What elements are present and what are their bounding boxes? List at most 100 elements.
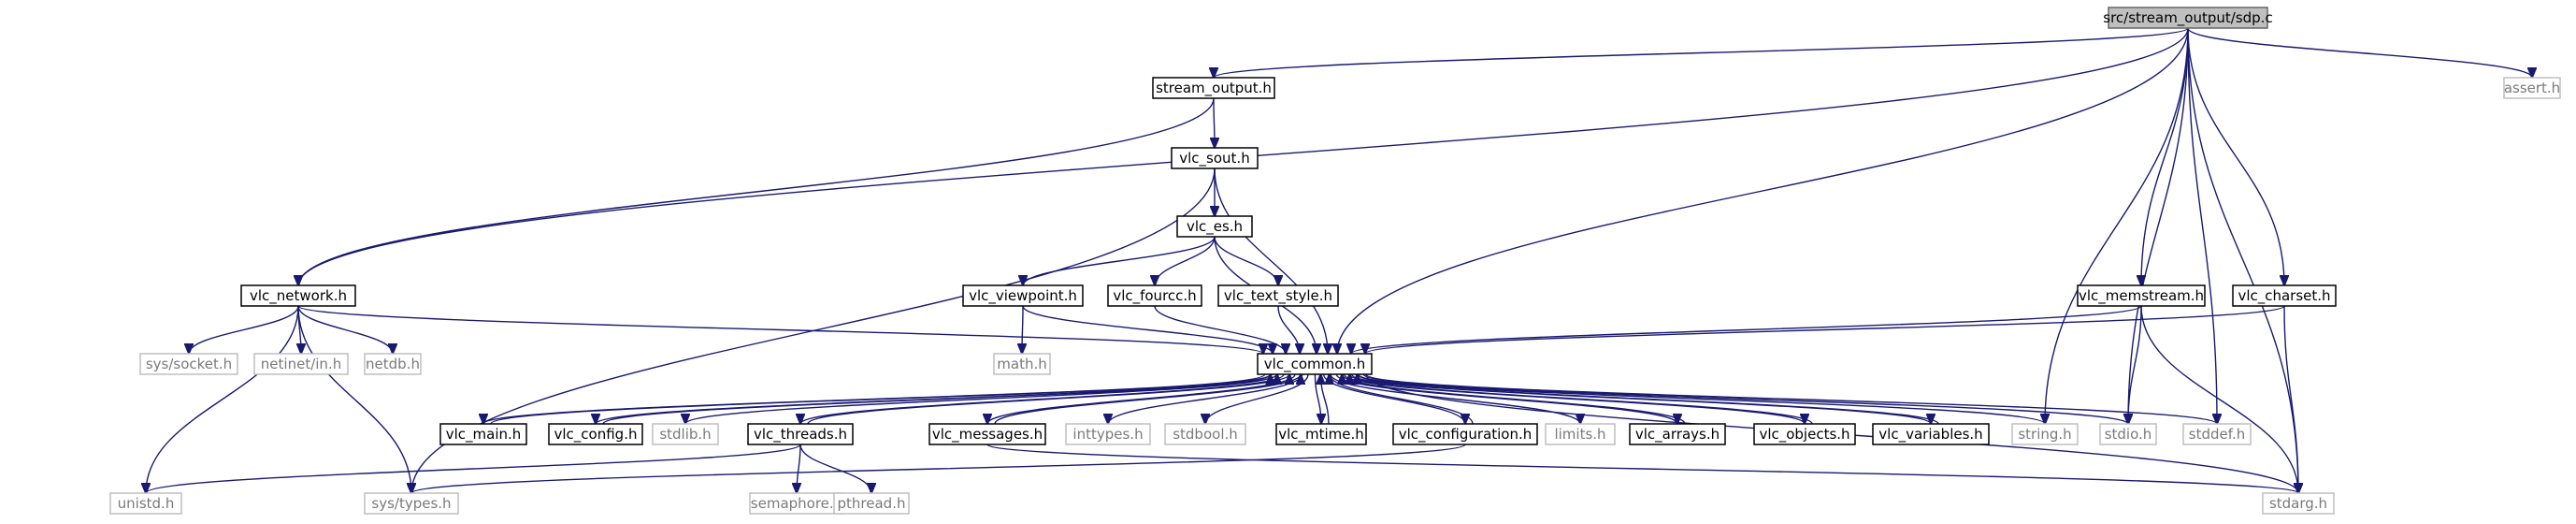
node-label: inttypes.h xyxy=(1072,426,1143,443)
node-label: stddef.h xyxy=(2189,426,2245,443)
node-vlc-arrays-h[interactable]: vlc_arrays.h xyxy=(1629,423,1726,445)
node-label: pthread.h xyxy=(838,495,906,512)
node-label: math.h xyxy=(997,356,1046,372)
edge-vlc-es-h-to-vlc-text-style-h xyxy=(1214,236,1278,285)
node-box xyxy=(364,353,422,375)
node-vlc-configuration-h[interactable]: vlc_configuration.h xyxy=(1392,423,1538,445)
node-vlc-viewpoint-h[interactable]: vlc_viewpoint.h xyxy=(962,284,1084,307)
edge-sdp-c-to-stddef-h xyxy=(2187,27,2217,424)
node-label: vlc_mtime.h xyxy=(1278,426,1364,444)
node-vlc-objects-h[interactable]: vlc_objects.h xyxy=(1753,423,1856,445)
edge-vlc-memstream-h-to-vlc-common-h xyxy=(1351,305,2142,354)
node-box xyxy=(1392,423,1538,445)
edge-vlc-common-h-to-stdio-h xyxy=(1362,373,2128,424)
node-box xyxy=(962,284,1084,307)
node-box xyxy=(2232,284,2337,307)
node-label: semaphore.h xyxy=(751,495,842,512)
edge-stream-output-h-to-vlc-sout-h xyxy=(1214,97,1215,148)
edge-stream-output-h-to-vlc-network-h xyxy=(298,97,1215,285)
node-box xyxy=(928,423,1046,445)
node-src-stream-output-sdp-c[interactable]: src/stream_output/sdp.c xyxy=(2103,7,2273,29)
node-box xyxy=(2011,423,2079,445)
node-label: src/stream_output/sdp.c xyxy=(2103,9,2272,27)
node-box xyxy=(2262,492,2335,515)
node-box xyxy=(1275,423,1367,445)
node-stream-output-h[interactable]: stream_output.h xyxy=(1152,77,1275,99)
node-vlc-network-h[interactable]: vlc_network.h xyxy=(240,284,356,307)
node-label: vlc_es.h xyxy=(1187,218,1243,236)
node-label: vlc_threads.h xyxy=(754,426,847,444)
node-pthread-h: pthread.h xyxy=(833,492,910,515)
edge-vlc-es-h-to-vlc-viewpoint-h xyxy=(1023,236,1216,285)
node-label: sys/types.h xyxy=(371,495,451,512)
node-label: vlc_configuration.h xyxy=(1399,426,1533,444)
node-box xyxy=(747,423,854,445)
node-box xyxy=(1164,423,1246,445)
edge-vlc-memstream-h-to-stdio-h xyxy=(2128,305,2142,424)
node-label: stdlib.h xyxy=(659,426,711,443)
node-label: vlc_objects.h xyxy=(1759,426,1849,444)
node-box xyxy=(439,423,527,445)
node-box xyxy=(2503,77,2561,99)
edge-vlc-network-h-to-unistd-h xyxy=(146,305,299,493)
edge-vlc-configuration-h-to-vlc-common-h xyxy=(1330,374,1474,425)
node-label: unistd.h xyxy=(118,495,175,512)
node-inttypes-h: inttypes.h xyxy=(1065,423,1151,445)
node-label: netinet/in.h xyxy=(261,356,341,372)
node-box xyxy=(1545,423,1616,445)
node-vlc-charset-h[interactable]: vlc_charset.h xyxy=(2232,284,2337,307)
edge-vlc-variables-h-to-vlc-common-h xyxy=(1358,374,1939,425)
edge-vlc-text-style-h-to-vlc-common-h xyxy=(1277,305,1300,354)
edge-sdp-c-to-stream-output-h xyxy=(1214,27,2189,78)
node-vlc-fourcc-h[interactable]: vlc_fourcc.h xyxy=(1107,284,1202,307)
edge-vlc-common-h-to-stddef-h xyxy=(1365,373,2217,424)
node-unistd-h: unistd.h xyxy=(109,492,182,515)
edge-vlc-threads-h-to-pthread-h xyxy=(799,444,871,493)
node-vlc-config-h[interactable]: vlc_config.h xyxy=(548,423,643,445)
node-vlc-mtime-h[interactable]: vlc_mtime.h xyxy=(1275,423,1367,445)
node-vlc-es-h[interactable]: vlc_es.h xyxy=(1176,215,1253,238)
node-vlc-text-style-h[interactable]: vlc_text_style.h xyxy=(1217,284,1339,307)
node-vlc-main-h[interactable]: vlc_main.h xyxy=(439,423,527,445)
node-stddef-h: stddef.h xyxy=(2182,423,2252,445)
node-label: vlc_main.h xyxy=(446,426,522,444)
edge-sdp-c-to-vlc-charset-h xyxy=(2187,27,2284,285)
node-vlc-memstream-h[interactable]: vlc_memstream.h xyxy=(2077,284,2206,307)
node-vlc-threads-h[interactable]: vlc_threads.h xyxy=(747,423,854,445)
node-vlc-sout-h[interactable]: vlc_sout.h xyxy=(1171,147,1259,169)
edge-sdp-c-to-assert-h xyxy=(2187,27,2532,78)
edge-vlc-common-h-to-string-h xyxy=(1358,373,2045,424)
node-box xyxy=(833,492,910,515)
node-limits-h: limits.h xyxy=(1545,423,1616,445)
edge-sdp-c-to-stdarg-h xyxy=(2187,27,2298,493)
edge-vlc-network-h-to-sys-types-h xyxy=(297,305,411,493)
node-stdlib-h: stdlib.h xyxy=(652,423,719,445)
edge-vlc-common-h-to-stdbool-h xyxy=(1205,373,1309,424)
edge-vlc-network-h-to-netdb-h xyxy=(297,305,393,354)
edge-vlc-threads-h-to-semaphore-h xyxy=(797,444,800,493)
node-box xyxy=(1107,284,1202,307)
edge-vlc-memstream-h-to-stdarg-h xyxy=(2140,305,2298,493)
node-box xyxy=(2099,423,2157,445)
node-vlc-common-h[interactable]: vlc_common.h xyxy=(1257,353,1373,375)
node-netdb-h: netdb.h xyxy=(364,353,422,375)
node-label: vlc_charset.h xyxy=(2238,287,2330,305)
node-label: vlc_memstream.h xyxy=(2079,287,2204,305)
node-vlc-variables-h[interactable]: vlc_variables.h xyxy=(1872,423,1990,445)
edge-vlc-config-h-to-vlc-common-h xyxy=(602,374,1277,425)
node-label: vlc_config.h xyxy=(554,426,638,444)
node-label: vlc_text_style.h xyxy=(1224,287,1332,305)
node-label: assert.h xyxy=(2504,80,2560,96)
edge-vlc-charset-h-to-vlc-common-h xyxy=(1365,305,2285,354)
node-math-h: math.h xyxy=(993,353,1051,375)
edge-vlc-es-h-to-vlc-fourcc-h xyxy=(1155,236,1216,285)
node-semaphore-h: semaphore.h xyxy=(749,492,844,515)
edges-layer xyxy=(146,27,2532,493)
edge-vlc-threads-h-to-unistd-h xyxy=(146,444,801,493)
node-label: vlc_network.h xyxy=(250,287,347,305)
node-label: netdb.h xyxy=(366,356,420,372)
node-vlc-messages-h[interactable]: vlc_messages.h xyxy=(928,423,1046,445)
node-box xyxy=(139,353,238,375)
node-box xyxy=(1176,215,1253,238)
node-label: vlc_variables.h xyxy=(1878,426,1982,444)
